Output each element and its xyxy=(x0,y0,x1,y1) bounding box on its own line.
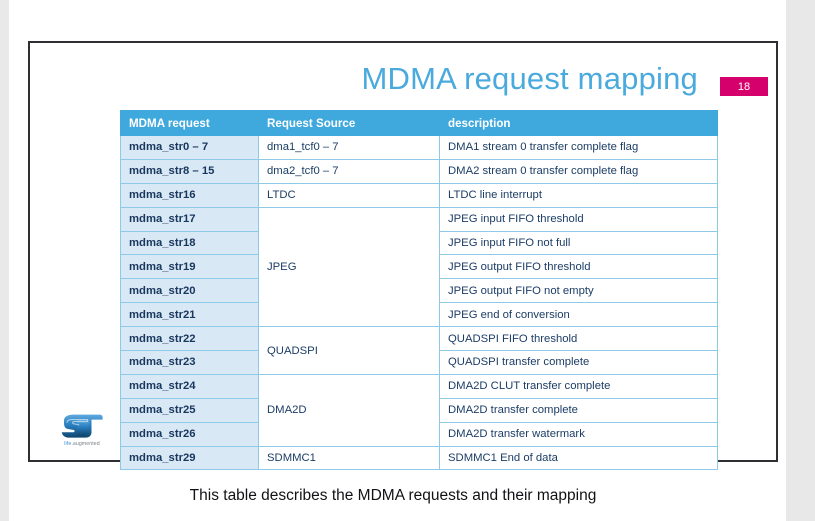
table-row: mdma_str18 JPEG input FIFO not full xyxy=(120,230,718,256)
cell-mdma-request: mdma_str22 xyxy=(120,326,259,352)
cell-description: JPEG input FIFO not full xyxy=(439,230,718,256)
cell-description: SDMMC1 End of data xyxy=(439,445,718,471)
slide-caption: This table describes the MDMA requests a… xyxy=(189,487,597,504)
left-gutter xyxy=(0,0,9,521)
cell-mdma-request: mdma_str18 xyxy=(120,230,259,256)
column-header-mdma-request: MDMA request xyxy=(120,110,259,136)
cell-description: JPEG input FIFO threshold xyxy=(439,206,718,232)
cell-mdma-request: mdma_str26 xyxy=(120,421,259,447)
cell-mdma-request: mdma_str16 xyxy=(120,182,259,208)
column-header-description: description xyxy=(439,110,718,136)
st-logo: life.augmented xyxy=(52,414,112,447)
slide-canvas: MDMA request mapping 18 MDMA request Req… xyxy=(28,41,778,471)
cell-request-source: JPEG xyxy=(258,206,440,328)
cell-description: DMA2D transfer complete xyxy=(439,397,718,423)
cell-description: DMA2 stream 0 transfer complete flag xyxy=(439,158,718,184)
st-logo-tagline: life.augmented xyxy=(52,441,112,447)
st-logo-mark xyxy=(52,414,112,439)
st-logo-tagline-life: life xyxy=(64,441,72,447)
table-row: mdma_str25 DMA2D transfer complete xyxy=(120,397,718,423)
cell-mdma-request: mdma_str24 xyxy=(120,373,259,399)
page-title: MDMA request mapping xyxy=(361,61,698,96)
cell-description: LTDC line interrupt xyxy=(439,182,718,208)
cell-mdma-request: mdma_str0 – 7 xyxy=(120,135,259,160)
cell-mdma-request: mdma_str21 xyxy=(120,302,259,328)
vertical-scrollbar[interactable] xyxy=(786,0,815,521)
column-header-request-source: Request Source xyxy=(258,110,440,136)
cell-description: QUADSPI FIFO threshold xyxy=(439,326,718,352)
table-row: mdma_str21 JPEG end of conversion xyxy=(120,302,718,328)
cell-mdma-request: mdma_str29 xyxy=(120,445,259,471)
cell-mdma-request: mdma_str17 xyxy=(120,206,259,232)
mdma-request-mapping-table: MDMA request Request Source description … xyxy=(120,110,718,471)
cell-request-source: LTDC xyxy=(258,182,440,208)
cell-request-source: SDMMC1 xyxy=(258,445,440,471)
cell-description: JPEG end of conversion xyxy=(439,302,718,328)
cell-description: QUADSPI transfer complete xyxy=(439,350,718,375)
cell-mdma-request: mdma_str23 xyxy=(120,350,259,375)
cell-request-source: dma1_tcf0 – 7 xyxy=(258,135,440,160)
cell-mdma-request: mdma_str20 xyxy=(120,278,259,304)
cell-request-source: DMA2D xyxy=(258,373,440,447)
table-row: mdma_str19 JPEG output FIFO threshold xyxy=(120,254,718,280)
cell-request-source: QUADSPI xyxy=(258,326,440,375)
table-header-row: MDMA request Request Source description xyxy=(120,110,718,136)
cell-mdma-request: mdma_str25 xyxy=(120,397,259,423)
st-logo-tagline-rest: .augmented xyxy=(71,441,100,447)
cell-mdma-request: mdma_str19 xyxy=(120,254,259,280)
table-row: mdma_str26 DMA2D transfer watermark xyxy=(120,421,718,447)
cell-description: JPEG output FIFO not empty xyxy=(439,278,718,304)
table-row: mdma_str23 QUADSPI transfer complete xyxy=(120,350,718,375)
cell-description: DMA2D transfer watermark xyxy=(439,421,718,447)
page-number-badge: 18 xyxy=(720,77,768,96)
cell-description: JPEG output FIFO threshold xyxy=(439,254,718,280)
cell-description: DMA1 stream 0 transfer complete flag xyxy=(439,135,718,160)
cell-description: DMA2D CLUT transfer complete xyxy=(439,373,718,399)
cell-request-source: dma2_tcf0 – 7 xyxy=(258,158,440,184)
cell-mdma-request: mdma_str8 – 15 xyxy=(120,158,259,184)
